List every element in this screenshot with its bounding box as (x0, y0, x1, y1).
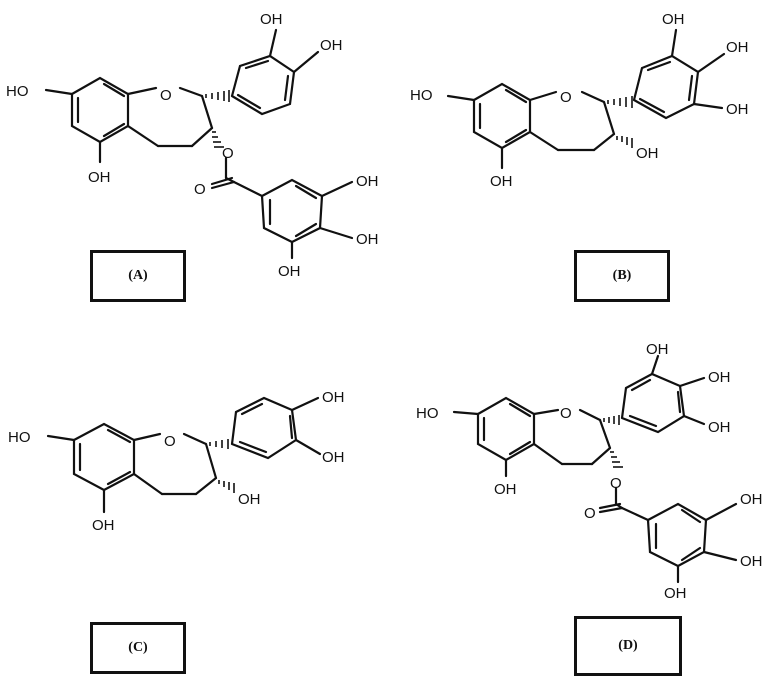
d-bond-to-galloyl (620, 506, 650, 522)
d-hash-bond-2 (603, 415, 620, 425)
a-bond-to-galloyl (232, 180, 264, 198)
label-box-a: (A) (90, 250, 186, 302)
a-oh-4p: OH (320, 37, 343, 54)
structure-b: HO OH O OH OH OH OH (410, 11, 749, 190)
d-oh-7: HO (416, 405, 439, 422)
a-ester-oxygen: O (222, 145, 234, 162)
label-a-text: (A) (128, 268, 148, 283)
d-oh-5p: OH (708, 419, 731, 436)
d-bond-7-oh (452, 410, 480, 416)
a-ring-galloyl (260, 178, 324, 244)
label-b-text: (B) (612, 268, 632, 283)
d-ring-galloyl (646, 502, 708, 568)
label-box-c: (C) (90, 622, 186, 674)
d-ester-oxygen: O (610, 475, 622, 492)
a-bond-4p-oh (292, 50, 320, 74)
b-bond-4p-oh (696, 52, 726, 74)
d-ring-oxygen: O (560, 405, 572, 422)
b-hash-bond-2 (607, 96, 633, 108)
b-bond-7-oh (446, 94, 476, 102)
c-ring-b (230, 396, 298, 460)
b-ring-oxygen: O (560, 89, 572, 106)
d-oh-gal-2: OH (740, 553, 763, 570)
a-bond-gal-oh-1 (320, 180, 354, 198)
c-ring-c (132, 432, 218, 496)
d-bond-3p-oh (650, 354, 660, 376)
b-oh-5: OH (490, 173, 513, 190)
c-hash-bond-3 (218, 480, 235, 493)
c-ring-a (72, 422, 136, 492)
c-oh-3: OH (238, 491, 261, 508)
a-ring-b (230, 54, 296, 116)
a-bond-3p-oh (268, 28, 278, 58)
d-carbonyl-oxygen: O (584, 505, 596, 522)
b-oh-3p: OH (662, 11, 685, 28)
b-ring-a (472, 82, 532, 150)
d-hash-bond-3 (610, 451, 623, 468)
a-ring-a (70, 76, 130, 144)
a-oh-gal-2: OH (356, 231, 379, 248)
d-ring-b (620, 372, 686, 434)
d-bond-gal-oh-1 (704, 502, 738, 522)
c-oh-7: HO (8, 429, 31, 446)
a-bond-7-oh (44, 88, 74, 96)
a-ring-oxygen: O (160, 87, 172, 104)
label-box-d: (D) (574, 616, 682, 676)
d-oh-gal-3: OH (664, 585, 687, 602)
a-oh-7: HO (6, 83, 29, 100)
b-hash-bond-3 (616, 136, 633, 148)
b-oh-3: OH (636, 145, 659, 162)
a-hash-bond-2 (205, 90, 230, 102)
structure-a: HO OH O OH OH O O OH OH OH (6, 11, 379, 280)
c-bond-7-oh (46, 434, 76, 442)
label-d-text: (D) (618, 638, 638, 653)
a-carbonyl-oxygen: O (194, 181, 206, 198)
d-bond-gal-oh-2 (702, 550, 738, 562)
d-bond-5p-oh (682, 414, 706, 426)
label-c-text: (C) (128, 640, 148, 655)
c-oh-4p: OH (322, 389, 345, 406)
d-oh-5: OH (494, 481, 517, 498)
b-oh-4p: OH (726, 39, 749, 56)
label-box-b: (B) (574, 250, 670, 302)
b-bond-3p-oh (670, 28, 678, 58)
d-ring-a (476, 396, 536, 462)
a-oh-gal-3: OH (278, 263, 301, 280)
structure-d: HO OH O OH OH OH O O OH OH OH (416, 341, 763, 602)
a-bond-gal-oh-2 (318, 226, 354, 240)
c-bond-3p-oh (294, 438, 322, 456)
c-ring-oxygen: O (164, 433, 176, 450)
a-bond-carbonyl-1 (210, 180, 236, 190)
a-bond-carbonyl-2 (210, 176, 234, 186)
a-oh-5: OH (88, 169, 111, 186)
a-oh-gal-1: OH (356, 173, 379, 190)
c-oh-3p: OH (322, 449, 345, 466)
b-oh-7: HO (410, 87, 433, 104)
d-bond-4p-oh (678, 376, 706, 388)
c-hash-bond-2 (209, 439, 229, 449)
b-ring-b (632, 54, 700, 120)
d-ring-c (532, 408, 612, 466)
c-bond-4p-oh (290, 396, 320, 412)
d-bond-carbonyl-1 (598, 506, 624, 514)
d-oh-3p: OH (646, 341, 669, 358)
a-ring-c (126, 86, 214, 148)
a-hash-bond-3 (212, 131, 224, 148)
d-bond-carbonyl-2 (598, 502, 622, 510)
b-oh-5p: OH (726, 101, 749, 118)
b-ring-c (528, 90, 616, 152)
c-oh-5: OH (92, 517, 115, 534)
d-oh-4p: OH (708, 369, 731, 386)
b-bond-5p-oh (692, 102, 724, 110)
d-oh-gal-1: OH (740, 491, 763, 508)
a-oh-3p: OH (260, 11, 283, 28)
structure-c: HO OH O OH OH OH (8, 389, 345, 534)
